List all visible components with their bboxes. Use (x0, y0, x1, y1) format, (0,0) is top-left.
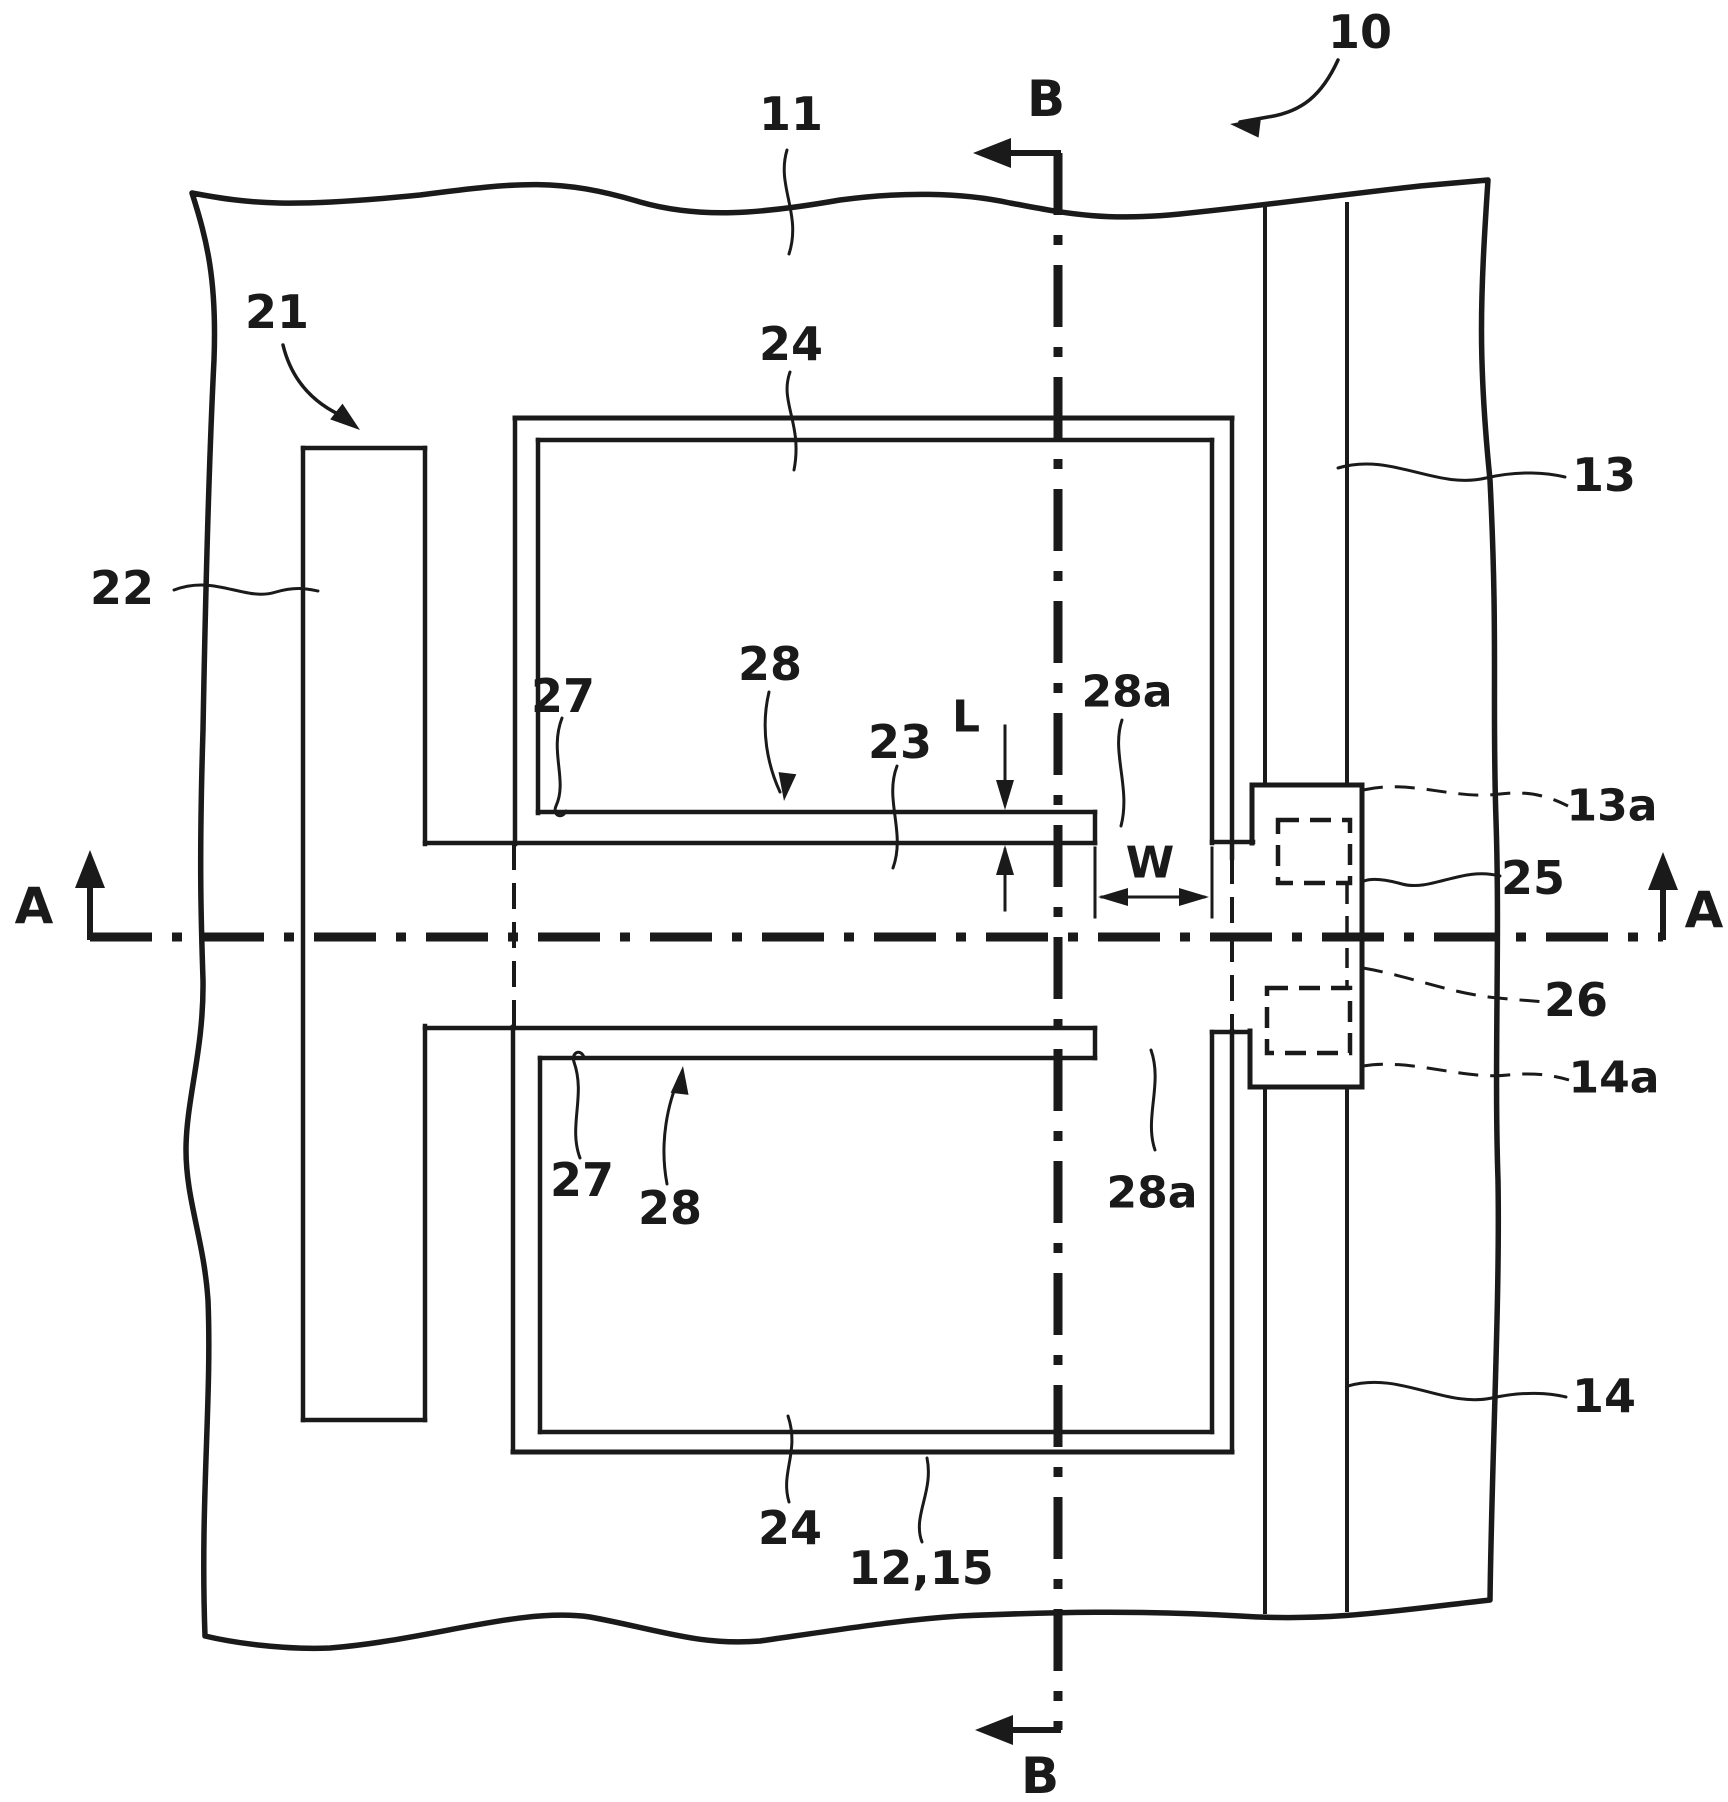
arrowhead-b-top (973, 138, 1011, 168)
label-ref-27-bottom: 27 (550, 1153, 614, 1207)
label-ref-26: 26 (1544, 973, 1608, 1027)
leader-27-top (553, 716, 568, 818)
leader-arrow-10 (1238, 58, 1340, 124)
arrowhead-28-bottom (670, 1066, 689, 1095)
leader-28a-top (1117, 718, 1126, 828)
label-ref-21: 21 (245, 285, 309, 339)
leader-23 (891, 764, 899, 870)
leader-14 (1346, 1380, 1568, 1402)
label-ref-28-top: 28 (738, 637, 802, 691)
leader-26 (1362, 966, 1546, 1004)
arrowhead-28-top (778, 772, 797, 801)
leader-28a-bottom (1149, 1048, 1157, 1152)
substrate-outline (183, 177, 1502, 1652)
label-ref-10: 10 (1328, 5, 1392, 59)
leader-24-top (785, 370, 798, 472)
leader-25 (1362, 872, 1502, 887)
label-ref-25: 25 (1501, 851, 1565, 905)
leader-22 (172, 583, 320, 596)
leader-13 (1336, 462, 1567, 482)
leader-12-15 (917, 1456, 930, 1544)
label-ref-28a-bottom: 28a (1107, 1168, 1198, 1219)
label-ref-24-bottom: 24 (758, 1501, 822, 1555)
leader-arrow-21 (281, 343, 342, 417)
leader-13a (1362, 785, 1569, 808)
leader-arrow-28-top (763, 690, 782, 794)
arrowhead-10 (1230, 117, 1261, 138)
leader-24-bottom (785, 1414, 794, 1504)
label-dim-l: L (952, 692, 980, 743)
label-sec-b-bottom: B (1021, 1747, 1059, 1802)
arrowhead-l-down (996, 780, 1014, 810)
label-dim-w: W (1126, 838, 1175, 889)
label-ref-11: 11 (759, 87, 823, 141)
label-ref-14: 14 (1572, 1369, 1636, 1423)
label-ref-28-bottom: 28 (638, 1181, 702, 1235)
arrowhead-w-left (1098, 888, 1128, 906)
arrowhead-21 (330, 403, 360, 430)
label-sec-a-right: A (1685, 881, 1724, 939)
label-ref-23: 23 (868, 715, 932, 769)
label-ref-28a-top: 28a (1082, 667, 1173, 718)
label-ref-13: 13 (1572, 448, 1636, 502)
arrowhead-w-right (1179, 888, 1209, 906)
arrowhead-a-left (75, 850, 105, 888)
label-ref-24-top: 24 (759, 317, 823, 371)
leader-14a (1362, 1062, 1570, 1082)
label-ref-22: 22 (90, 561, 154, 615)
contact-14a (1264, 985, 1353, 1056)
arrowhead-b-bottom (975, 1715, 1013, 1745)
label-ref-12-15: 12,15 (848, 1541, 994, 1595)
contact-13a (1275, 817, 1353, 886)
label-ref-14a: 14a (1569, 1053, 1660, 1104)
label-sec-a-left: A (15, 877, 54, 935)
label-sec-b-top: B (1027, 70, 1065, 128)
leader-11 (782, 148, 795, 256)
leader-27-bottom (571, 1050, 586, 1160)
arrowhead-l-up (996, 845, 1014, 875)
arrowhead-a-right (1648, 852, 1678, 890)
label-ref-27-top: 27 (531, 669, 595, 723)
label-ref-13a: 13a (1567, 781, 1658, 832)
